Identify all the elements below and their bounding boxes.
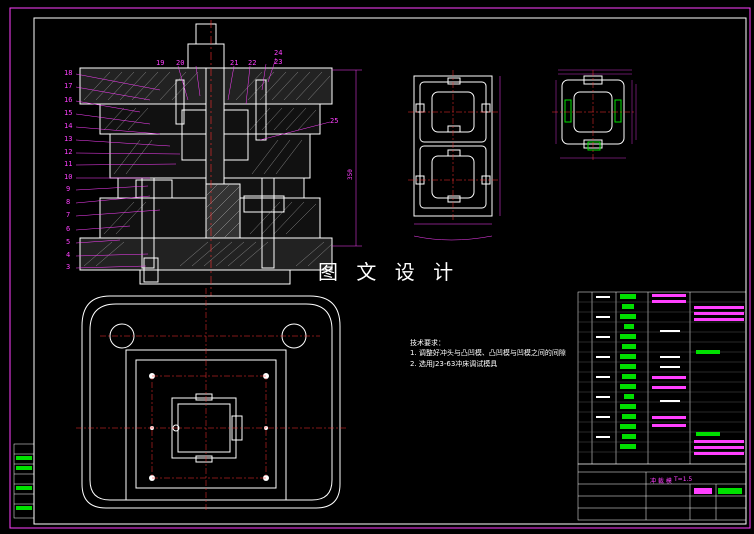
callout-16: 16 bbox=[64, 96, 73, 104]
inner-frame bbox=[33, 17, 747, 525]
callout-10: 10 bbox=[64, 173, 73, 181]
callout-17: 17 bbox=[64, 82, 73, 90]
tech-requirement-1: 1. 调整好冲头与凸凹模、凸凹模与凹模之间的间隙 bbox=[410, 349, 566, 357]
callout-3: 3 bbox=[66, 263, 71, 271]
bom-table bbox=[577, 291, 747, 465]
callout-6: 6 bbox=[66, 225, 71, 233]
callout-18: 18 bbox=[64, 69, 73, 77]
callout-25: 25 bbox=[330, 117, 339, 125]
callout-21: 21 bbox=[230, 59, 239, 67]
callout-5: 5 bbox=[66, 238, 71, 246]
title-part-name: 冲 裁 模 bbox=[650, 478, 672, 485]
callout-12: 12 bbox=[64, 148, 73, 156]
die-plan-view bbox=[81, 295, 341, 509]
callout-22: 22 bbox=[248, 59, 257, 67]
bom-highlights bbox=[620, 294, 720, 449]
callout-4: 4 bbox=[66, 251, 71, 259]
title-thickness: T=1.5 bbox=[674, 476, 693, 483]
callout-7: 7 bbox=[66, 211, 71, 219]
callout-15: 15 bbox=[64, 109, 73, 117]
profile-dimensions bbox=[413, 76, 501, 241]
title-block bbox=[577, 463, 747, 521]
bom-text-marks bbox=[652, 294, 744, 455]
small-profile-highlights bbox=[564, 99, 622, 151]
callout-20: 20 bbox=[176, 59, 185, 67]
title-block-mark bbox=[694, 488, 712, 494]
callout-11: 11 bbox=[64, 160, 73, 168]
height-dimension-value: 350 bbox=[347, 169, 354, 180]
callout-13: 13 bbox=[64, 135, 73, 143]
tech-requirements-title: 技术要求： bbox=[410, 339, 445, 347]
callout-9: 9 bbox=[66, 185, 71, 193]
height-dimension bbox=[332, 69, 362, 247]
callout-leaders-left bbox=[75, 57, 331, 269]
title-block-highlight bbox=[718, 488, 742, 494]
callout-23: 23 bbox=[274, 58, 283, 66]
plan-centerlines bbox=[76, 288, 346, 512]
outer-frame bbox=[9, 7, 751, 529]
tech-requirement-2: 2. 选用J23-63冲床调试模具 bbox=[410, 360, 498, 368]
callout-24: 24 bbox=[274, 49, 283, 57]
bom-small-marks bbox=[596, 296, 680, 438]
plan-screws bbox=[149, 373, 269, 481]
watermark-text: 图 文 设 计 bbox=[318, 260, 460, 284]
callout-14: 14 bbox=[64, 122, 73, 130]
left-legend bbox=[13, 443, 35, 519]
callout-8: 8 bbox=[66, 198, 71, 206]
callout-19: 19 bbox=[156, 59, 165, 67]
die-section-view bbox=[79, 23, 333, 285]
